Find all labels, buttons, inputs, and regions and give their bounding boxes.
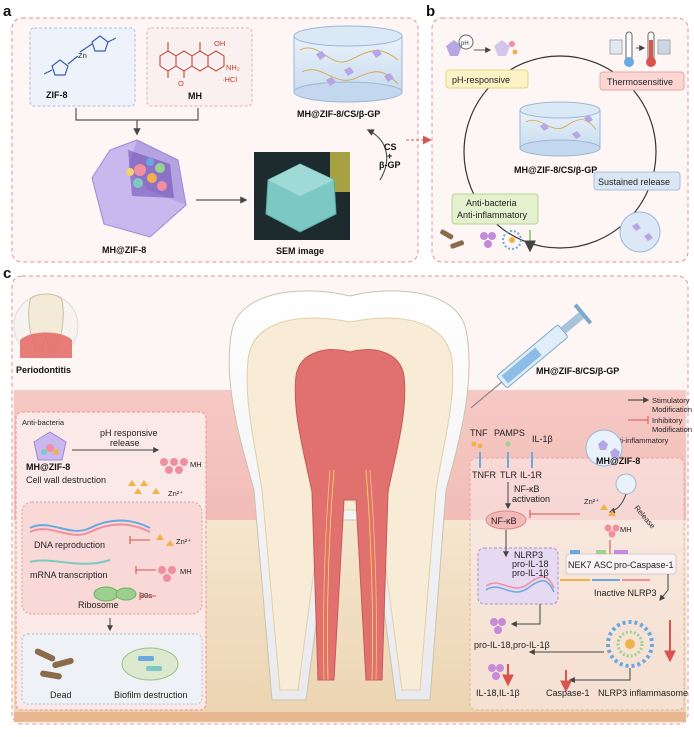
legend: Stimulatory Modification Inhibitory Modi…	[610, 396, 692, 445]
left-mh-zif8-label: MH@ZIF-8	[26, 462, 70, 472]
legend-inhibitory: Inhibitory	[652, 416, 683, 425]
merge-arrows	[75, 108, 199, 136]
zn-label-left: Zn²⁺	[168, 489, 183, 498]
right-mh-zif8-label: MH@ZIF-8	[596, 456, 640, 466]
dna-label: DNA reproduction	[34, 540, 105, 550]
pro-casp1-label: pro-Caspase-1	[614, 560, 674, 570]
mh-structure: OH NH₂ O ·HCl MH	[146, 27, 253, 107]
ribosome-label: Ribosome	[78, 600, 119, 610]
nlrp3-inflammasome-icon	[606, 620, 654, 668]
zn-label-left-2: Zn²⁺	[176, 537, 191, 546]
nlrp3-label: NLRP3	[514, 550, 543, 560]
zn-atom-label: Zn	[78, 51, 87, 60]
tooth	[228, 290, 470, 701]
cs-label: CS	[384, 142, 397, 152]
thermosensitive-badge	[599, 71, 685, 91]
arrow-to-hydrogel	[366, 129, 388, 181]
nek7-label: NEK7	[568, 560, 592, 570]
zif8-structure: Zn ZIF-8	[29, 27, 136, 107]
mh-zif8-crystal: MH@ZIF-8	[91, 139, 187, 255]
panel-c-letter: c	[3, 265, 11, 282]
mh-label: MH	[188, 91, 202, 101]
sem-image: SEM image	[254, 152, 350, 256]
syringe	[470, 303, 593, 409]
center-hydrogel	[519, 101, 601, 157]
pro-il1b-label: pro-IL-1β	[512, 568, 549, 578]
right-zn-label: Zn²⁺	[584, 497, 599, 506]
legend-inhibitory-line	[628, 416, 649, 424]
nfkb-act-label-1: NF-κB	[514, 484, 540, 494]
ph-release-label-2: release	[110, 438, 140, 448]
hydrogel-label: MH@ZIF-8/CS/β-GP	[297, 109, 380, 119]
panel-a: a Zn ZIF-8	[3, 3, 419, 263]
center-hydrogel-label: MH@ZIF-8/CS/β-GP	[514, 165, 597, 175]
sustained-release-label: Sustained release	[598, 177, 670, 187]
left-mh-label: MH	[190, 460, 202, 469]
mrna-label: mRNA transcription	[30, 570, 108, 580]
tnf-label: TNF	[470, 428, 488, 438]
biofilm-label: Biofilm destruction	[114, 690, 188, 700]
plus-label: +	[387, 151, 392, 161]
legend-stim-mod: Modification	[652, 405, 692, 414]
hydrogel-cylinder: MH@ZIF-8/CS/β-GP	[293, 25, 403, 119]
legend-anti-inflam: Anti-inflammatory	[610, 436, 669, 445]
legend-inhib-mod: Modification	[652, 425, 692, 434]
pro-il18-label: pro-IL-18	[512, 559, 549, 569]
panel-c: c Periodontitis	[3, 265, 692, 725]
thermosensitive-label: Thermosensitive	[607, 77, 673, 87]
casp1-label: Caspase-1	[546, 688, 590, 698]
panel-b: b pH pH-responsive Thermosensitive	[426, 3, 689, 263]
periodontitis-inset: Periodontitis	[13, 293, 79, 375]
anti-icons	[440, 229, 536, 253]
legend-stimulatory: Stimulatory	[652, 396, 690, 405]
mh-nh2-label: NH₂	[226, 63, 240, 72]
ph-responsive-label: pH-responsive	[452, 75, 510, 85]
syringe-label: MH@ZIF-8/CS/β-GP	[536, 366, 619, 376]
ph-icons: pH	[446, 34, 518, 56]
right-mh-label: MH	[620, 525, 632, 534]
ph-responsive-badge	[445, 69, 529, 89]
tnfr-label: TNFR	[472, 470, 496, 480]
anti-badge	[451, 193, 539, 225]
periodontitis-label: Periodontitis	[16, 365, 71, 375]
anti-inflammatory-label: Anti-inflammatory	[457, 210, 528, 220]
anti-bacteria-box: Anti-bacteria MH@ZIF-8 pH responsive rel…	[15, 411, 207, 711]
tlr-label: TLR	[500, 470, 518, 480]
cell-wall-label: Cell wall destruction	[26, 475, 106, 485]
panel-a-letter: a	[3, 3, 12, 20]
il1b-label: IL-1β	[532, 434, 553, 444]
sem-label: SEM image	[276, 246, 324, 256]
panel-b-letter: b	[426, 3, 435, 20]
left-mh-label-2: MH	[180, 567, 192, 576]
inflammation-pathway: TNF PAMPS IL-1β TNFR TLR IL-1R NF-κB act…	[469, 428, 688, 711]
il1r-label: IL-1R	[520, 470, 543, 480]
thermometer-icons	[609, 31, 671, 67]
inactive-nlrp3-label: Inactive NLRP3	[594, 588, 657, 598]
mh-zif8-label: MH@ZIF-8	[102, 245, 146, 255]
pro-il-pair-label: pro-IL-18,pro-IL-1β	[474, 640, 550, 650]
zif8-label: ZIF-8	[46, 90, 68, 100]
property-cycle	[463, 55, 657, 249]
bgp-label: β-GP	[379, 160, 401, 170]
ph-release-label-1: pH responsive	[100, 428, 158, 438]
asc-label: ASC	[594, 560, 613, 570]
ph-bubble-label: pH	[461, 41, 469, 47]
anti-bacteria-label: Anti-bacteria	[466, 198, 517, 208]
anti-bacteria-title: Anti-bacteria	[22, 418, 65, 427]
mh-hcl-label: ·HCl	[222, 75, 237, 84]
inflammasome-label: NLRP3 inflammasome	[598, 688, 688, 698]
pamps-label: PAMPS	[494, 428, 525, 438]
nfkb-label: NF-κB	[491, 516, 517, 526]
mh-o-label: O	[178, 79, 184, 88]
mh-oh-label: OH	[214, 39, 225, 48]
sustained-icon	[619, 211, 661, 253]
dead-label: Dead	[50, 690, 72, 700]
sustained-badge	[593, 171, 681, 191]
nfkb-act-label-2: activation	[512, 494, 550, 504]
il-pair-label: IL-18,IL-1β	[476, 688, 520, 698]
